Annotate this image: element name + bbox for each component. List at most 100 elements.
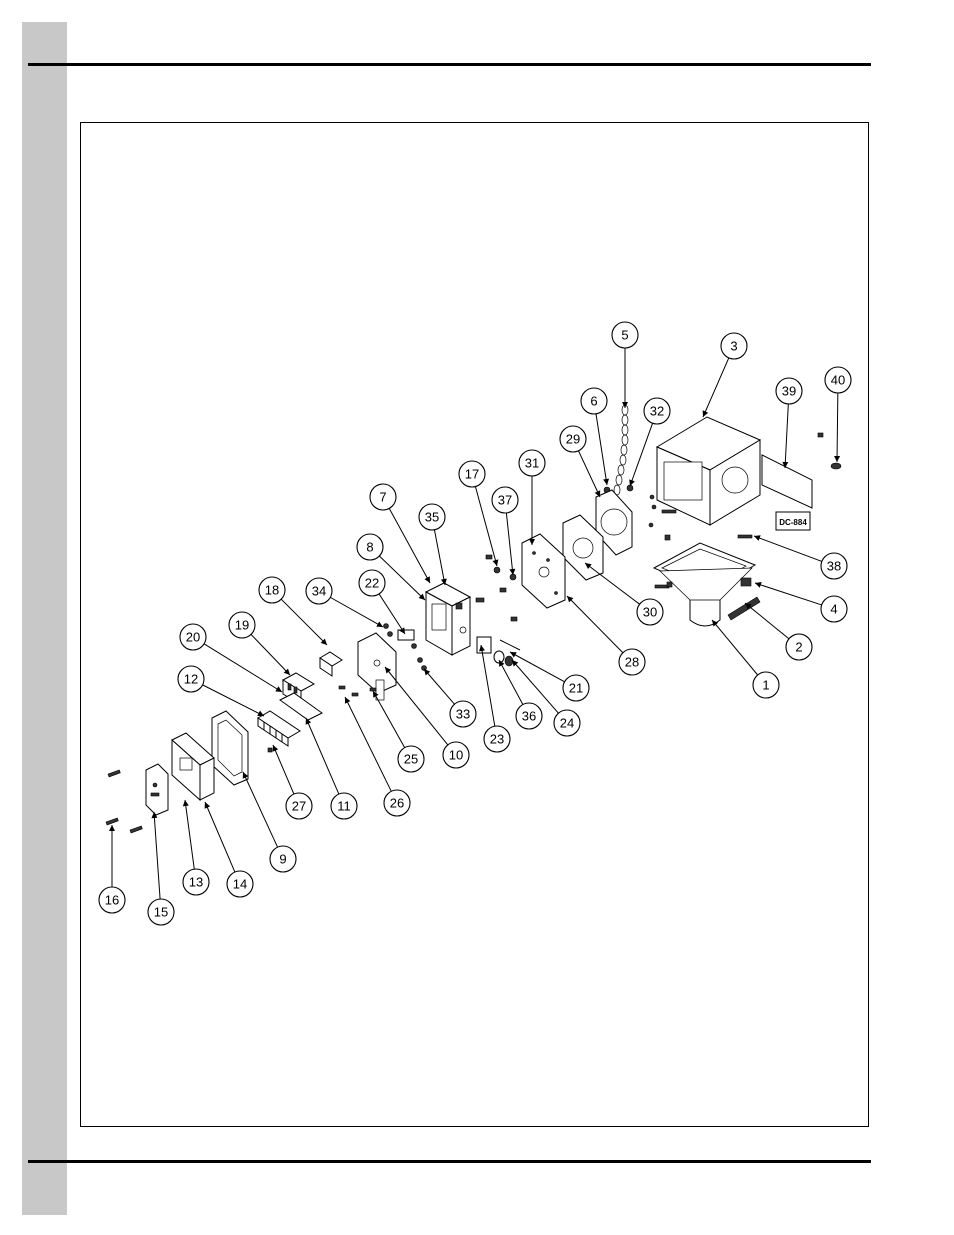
leader-arrow-11 [305, 718, 312, 725]
leader-line-20 [203, 643, 283, 693]
callout-number-24: 24 [560, 716, 574, 731]
leader-arrow-34 [376, 621, 383, 627]
leader-arrow-14 [204, 802, 211, 809]
leader-line-37 [505, 512, 514, 576]
callout-8: 8 [356, 533, 426, 601]
leader-line-32 [629, 423, 654, 487]
callout-15: 15 [147, 811, 175, 926]
callout-circle-21 [562, 674, 590, 702]
callout-circle-12 [177, 665, 205, 693]
callout-20: 20 [179, 623, 283, 693]
leader-line-34 [330, 596, 384, 628]
callout-circle-23 [483, 725, 511, 753]
callout-number-1: 1 [762, 678, 769, 693]
callout-40: 40 [824, 366, 852, 463]
callout-23: 23 [479, 644, 511, 753]
leader-arrow-1 [712, 620, 719, 627]
leader-arrow-35 [440, 578, 447, 585]
hopper-funnel [652, 542, 757, 627]
callout-39: 39 [775, 377, 803, 469]
leader-arrow-29 [594, 490, 601, 497]
callout-number-5: 5 [621, 328, 628, 343]
callout-circle-28 [618, 648, 646, 676]
callout-7: 7 [369, 483, 431, 584]
leader-line-7 [388, 508, 431, 584]
callout-26: 26 [344, 696, 411, 817]
leader-line-9 [242, 771, 279, 848]
callout-circle-20 [179, 623, 207, 651]
leader-line-36 [498, 659, 524, 705]
leader-line-10 [384, 666, 449, 746]
callout-number-19: 19 [235, 618, 249, 633]
leader-arrow-23 [479, 645, 485, 652]
callout-number-11: 11 [337, 799, 351, 814]
hopper-bolts [654, 509, 753, 589]
header-rule [28, 63, 871, 66]
callout-21: 21 [509, 651, 590, 702]
callout-circle-17 [458, 460, 486, 488]
callout-number-25: 25 [404, 752, 418, 767]
callout-number-13: 13 [189, 875, 203, 890]
leader-arrow-26 [344, 697, 351, 704]
callout-29: 29 [559, 425, 601, 498]
leader-line-8 [379, 555, 426, 601]
callout-circle-19 [228, 611, 256, 639]
leader-arrow-5 [622, 402, 628, 408]
leader-arrow-10 [385, 667, 392, 674]
leader-line-17 [474, 486, 498, 567]
leader-line-40 [836, 392, 839, 463]
callout-11: 11 [305, 717, 358, 820]
callout-circle-16 [98, 886, 126, 914]
leader-line-18 [280, 598, 328, 646]
chain [613, 404, 629, 496]
cover-gasket [211, 710, 249, 786]
leader-arrow-30 [585, 563, 592, 570]
leader-arrow-21 [510, 652, 517, 658]
motor-housing [424, 582, 472, 656]
leader-line-14 [204, 801, 236, 873]
callout-number-36: 36 [522, 709, 536, 724]
callout-22: 22 [358, 569, 406, 635]
callout-number-14: 14 [233, 877, 247, 892]
callout-circle-29 [559, 425, 587, 453]
leader-arrow-32 [629, 479, 635, 486]
callout-circle-35 [418, 503, 446, 531]
terminal-block-18 [319, 651, 343, 677]
leader-arrow-25 [373, 691, 379, 698]
callout-number-21: 21 [569, 681, 583, 696]
callout-circle-40 [824, 366, 852, 394]
callout-18: 18 [258, 576, 328, 646]
callout-number-6: 6 [590, 394, 597, 409]
leader-arrow-8 [418, 593, 425, 600]
leader-arrow-22 [399, 627, 405, 634]
leader-arrow-36 [499, 660, 505, 667]
callout-number-3: 3 [730, 339, 737, 354]
callout-number-31: 31 [525, 456, 539, 471]
enclosure [171, 732, 215, 802]
callout-number-32: 32 [650, 404, 664, 419]
callout-number-8: 8 [366, 540, 373, 555]
diagram-frame [80, 122, 869, 1127]
leader-line-39 [784, 403, 789, 469]
leader-arrow-16 [109, 825, 115, 831]
callout-number-7: 7 [379, 490, 386, 505]
mounting-plate [521, 533, 566, 609]
callout-number-2: 2 [795, 640, 802, 655]
leader-line-15 [153, 811, 161, 900]
callout-37: 37 [491, 486, 519, 576]
leader-line-23 [480, 644, 496, 727]
callout-circle-1 [752, 671, 780, 699]
callout-circle-6 [580, 387, 608, 415]
decal-label: DC-884 [779, 518, 807, 527]
callout-circle-9 [269, 845, 297, 873]
callout-circle-38 [820, 552, 848, 580]
leader-line-25 [372, 690, 406, 748]
callout-number-40: 40 [831, 373, 845, 388]
leader-arrow-24 [512, 660, 519, 667]
decal: DC-884 [775, 511, 811, 531]
callout-number-29: 29 [566, 432, 580, 447]
callout-circle-13 [182, 868, 210, 896]
callout-number-10: 10 [449, 748, 463, 763]
gasket [562, 514, 604, 581]
callout-17: 17 [458, 460, 499, 567]
